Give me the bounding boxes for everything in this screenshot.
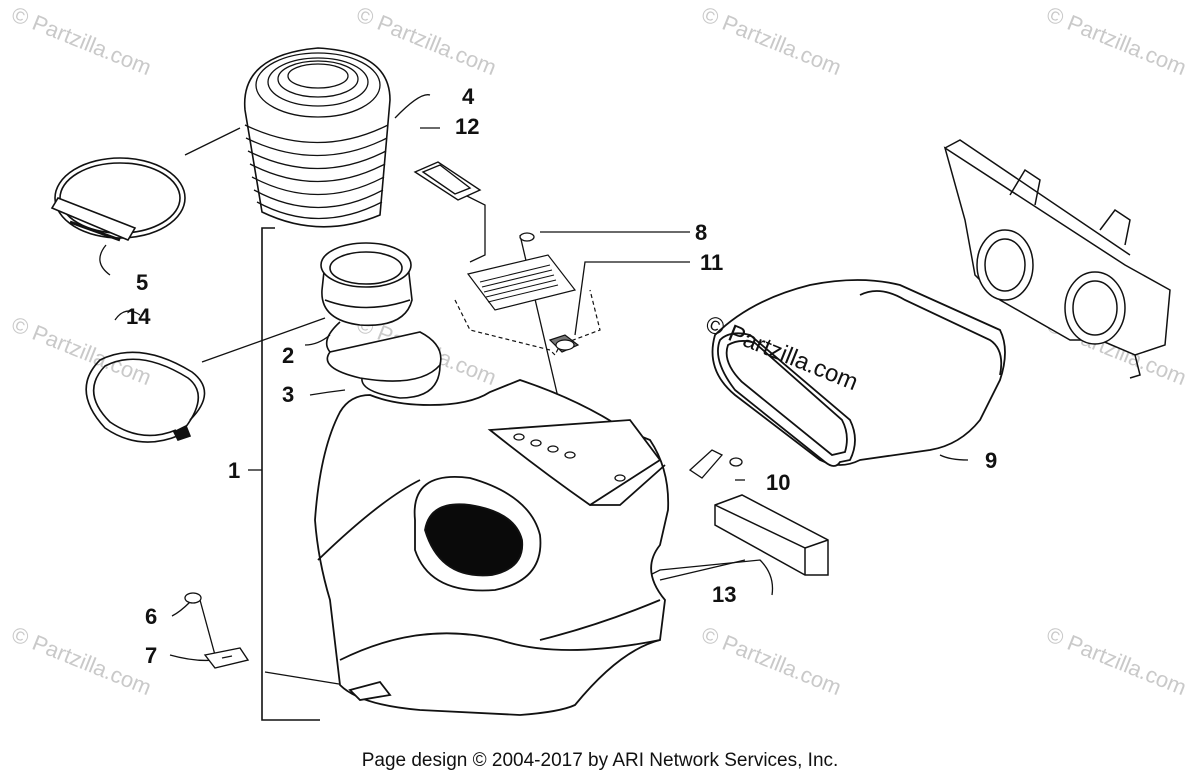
screw-part-8 xyxy=(519,232,535,242)
watermark: © Partzilla.com xyxy=(698,1,845,80)
watermark: © Partzilla.com xyxy=(1043,1,1190,80)
callout-6: 6 xyxy=(145,604,157,629)
watermark: © Partzilla.com xyxy=(8,1,155,80)
callout-11: 11 xyxy=(700,250,723,275)
band-clamp-part xyxy=(85,351,206,443)
clamp-part xyxy=(50,157,186,242)
foam-block-part xyxy=(714,494,829,576)
decal-part xyxy=(454,254,601,357)
label-strip-part xyxy=(413,161,482,201)
clip-part-7 xyxy=(203,647,250,669)
callout-4: 4 xyxy=(462,84,475,109)
callout-7: 7 xyxy=(145,643,157,668)
adapter-ring-part xyxy=(320,242,442,399)
air-duct-part xyxy=(711,279,1006,467)
watermark: © Partzilla.com xyxy=(698,621,845,700)
callout-10: 10 xyxy=(766,470,790,495)
callout-labels: 1 2 3 4 5 6 7 8 9 10 11 12 13 14 xyxy=(126,84,997,668)
callout-9: 9 xyxy=(985,448,997,473)
callout-14: 14 xyxy=(126,304,151,329)
throttle-body-part xyxy=(943,139,1171,379)
rivet-part-6 xyxy=(184,592,202,604)
assembly-bracket xyxy=(261,227,320,721)
tank-part xyxy=(314,379,670,716)
watermark: © Partzilla.com xyxy=(8,621,155,700)
watermark: © Partzilla.com xyxy=(1043,621,1190,700)
callout-2: 2 xyxy=(282,343,294,368)
callout-3: 3 xyxy=(282,382,294,407)
sensor-part-10 xyxy=(688,449,743,479)
exploded-view-drawing: © Partzilla.com © Partzilla.com © Partzi… xyxy=(8,1,1190,721)
page-footer: Page design © 2004-2017 by ARI Network S… xyxy=(361,750,839,771)
callout-5: 5 xyxy=(136,270,148,295)
callout-1: 1 xyxy=(228,458,240,483)
callout-13: 13 xyxy=(712,582,736,607)
bellows-part xyxy=(243,47,391,228)
callout-12: 12 xyxy=(455,114,479,139)
callout-8: 8 xyxy=(695,220,707,245)
